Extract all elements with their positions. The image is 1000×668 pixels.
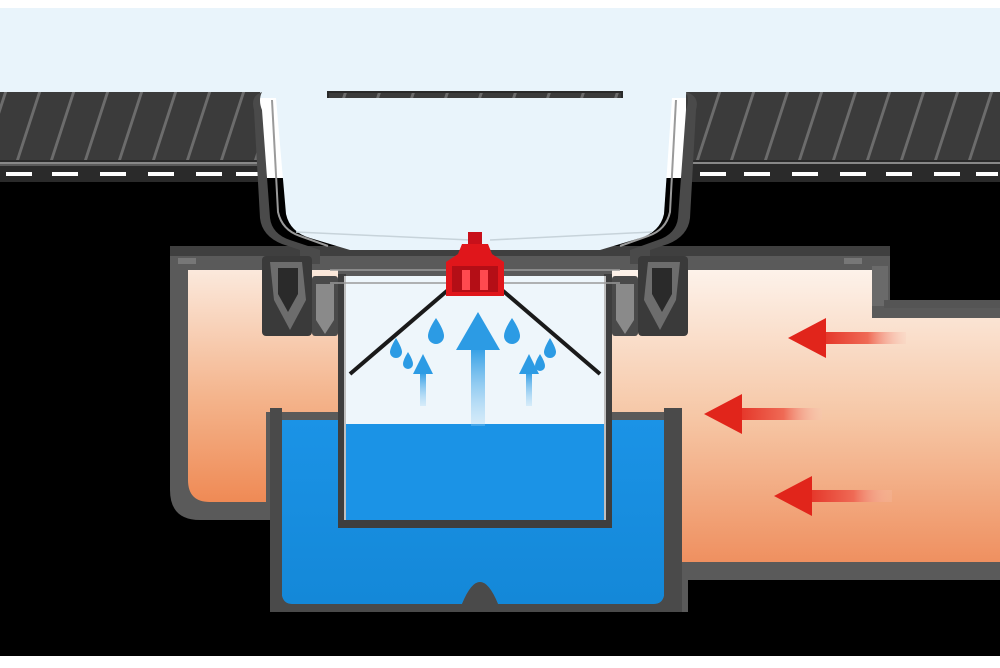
floor-grating-right (684, 92, 1000, 182)
sky (0, 8, 1000, 98)
funnel-interior (276, 98, 672, 250)
floor-grating-left (0, 92, 262, 182)
bottom-margin (0, 656, 1000, 668)
